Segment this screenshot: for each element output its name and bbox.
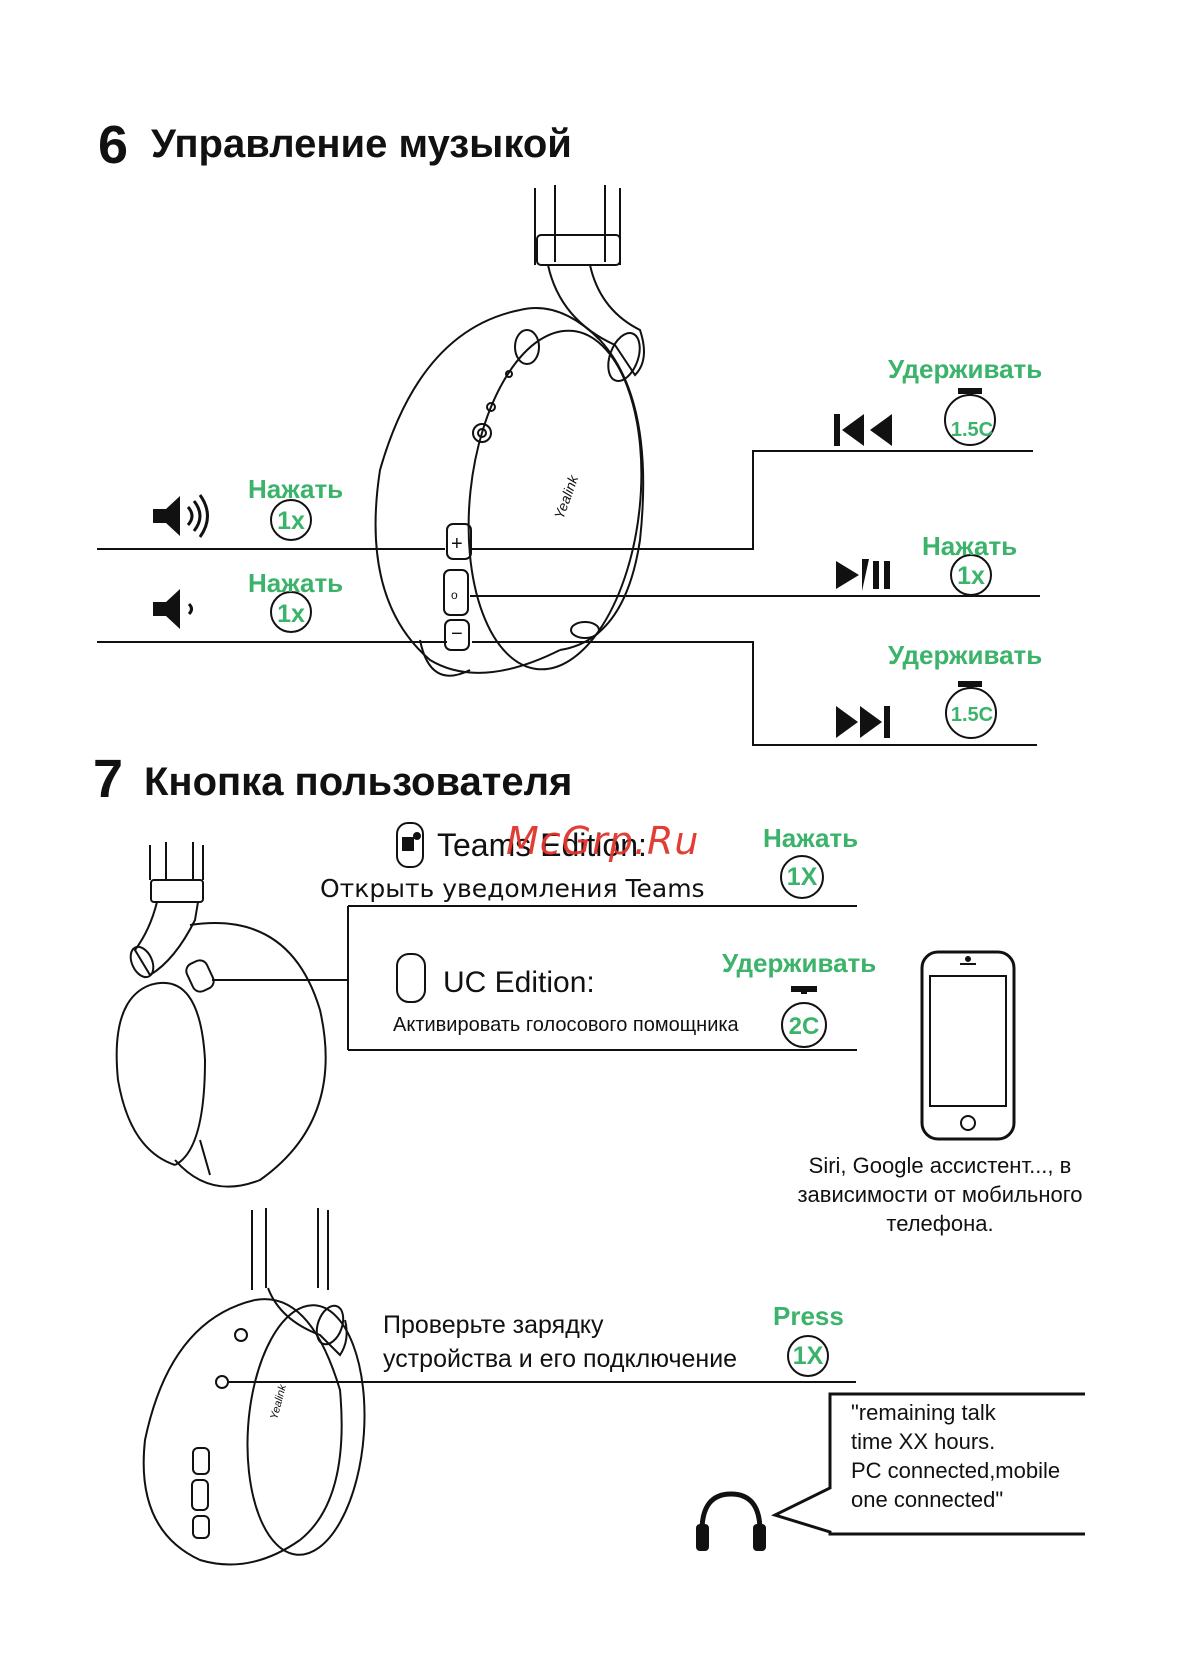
prev-duration: 1.5C — [950, 419, 994, 441]
speech-text: "remaining talk time XX hours. PC connec… — [851, 1398, 1060, 1514]
vol-up-action-label: Нажать — [248, 474, 344, 504]
vol-up-count: 1x — [277, 507, 305, 535]
play-action-label: Нажать — [922, 531, 1018, 561]
teams-description: Открыть уведомления Teams — [320, 874, 705, 903]
vol-down-count-ring — [270, 591, 312, 633]
watermark: McGrp.Ru — [506, 819, 700, 863]
uc-action-label: Удерживать — [722, 948, 877, 978]
uc-timer-ring — [781, 1002, 827, 1048]
mobile-phone-icon — [920, 950, 1016, 1141]
section-number: 6 — [98, 115, 129, 175]
volume-down-icon — [153, 589, 193, 629]
press-count: 1X — [792, 1342, 824, 1370]
headset-icon — [696, 1491, 766, 1551]
charging-check-text: Проверьте зарядку устройства и его подкл… — [383, 1308, 737, 1376]
teams-count: 1X — [786, 863, 818, 891]
brand-logo-small: Yealink — [268, 1383, 289, 1421]
uc-button-icon — [396, 953, 426, 1003]
speech-bubble — [770, 1392, 1085, 1536]
speech-line: "remaining talk — [851, 1400, 996, 1425]
press-count-ring — [787, 1335, 829, 1377]
speech-line: one connected" — [851, 1487, 1004, 1512]
section-title: Управление музыкой — [151, 122, 572, 166]
headphone-side-view — [115, 842, 327, 1188]
play-count-ring — [950, 554, 992, 596]
teams-icon — [396, 822, 424, 868]
leader-lines — [97, 450, 1040, 746]
next-track-icon — [836, 706, 890, 738]
section-number: 7 — [93, 749, 124, 809]
phone-caption-line: зависимости от мобильного — [797, 1182, 1083, 1207]
press-action-label: Press — [773, 1301, 844, 1331]
play-pause-icon — [836, 559, 890, 591]
vol-down-count: 1x — [277, 600, 305, 628]
vol-up-count-ring — [270, 499, 312, 541]
ear-cup — [374, 307, 645, 677]
svg-text:+: + — [451, 533, 463, 555]
headband — [534, 185, 645, 382]
headphone-charging-view — [142, 1208, 366, 1566]
teams-edition-label: Teams Edition: — [437, 827, 647, 863]
next-action-label: Удерживать — [888, 640, 1043, 670]
svg-text:−: − — [451, 623, 463, 645]
vol-down-action-label: Нажать — [248, 568, 344, 598]
play-count: 1x — [957, 562, 985, 590]
teams-count-ring — [780, 855, 824, 899]
charging-check-line: устройства и его подключение — [383, 1345, 738, 1373]
teams-action-label: Нажать — [763, 823, 859, 853]
section-title: Кнопка пользователя — [144, 760, 573, 804]
svg-text:o: o — [451, 588, 458, 602]
phone-caption-line: Siri, Google ассистент..., в — [808, 1153, 1072, 1178]
phone-caption-line: телефона. — [886, 1211, 994, 1236]
volume-up-icon — [153, 494, 209, 538]
speech-line: time XX hours. — [851, 1429, 996, 1454]
phone-caption: Siri, Google ассистент..., в зависимости… — [770, 1151, 1110, 1238]
speech-line: PC connected,mobile — [851, 1458, 1061, 1483]
brand-logo: Yealink — [551, 472, 582, 521]
charging-check-line: Проверьте зарядку — [383, 1311, 604, 1339]
uc-description: Активировать голосового помощника — [393, 1014, 739, 1036]
uc-duration: 2C — [788, 1013, 820, 1040]
prev-action-label: Удерживать — [888, 354, 1043, 384]
previous-track-icon — [834, 414, 892, 446]
uc-edition-label: UC Edition: — [443, 966, 595, 999]
user-button-leader — [212, 905, 857, 1051]
next-duration: 1.5C — [950, 704, 994, 726]
